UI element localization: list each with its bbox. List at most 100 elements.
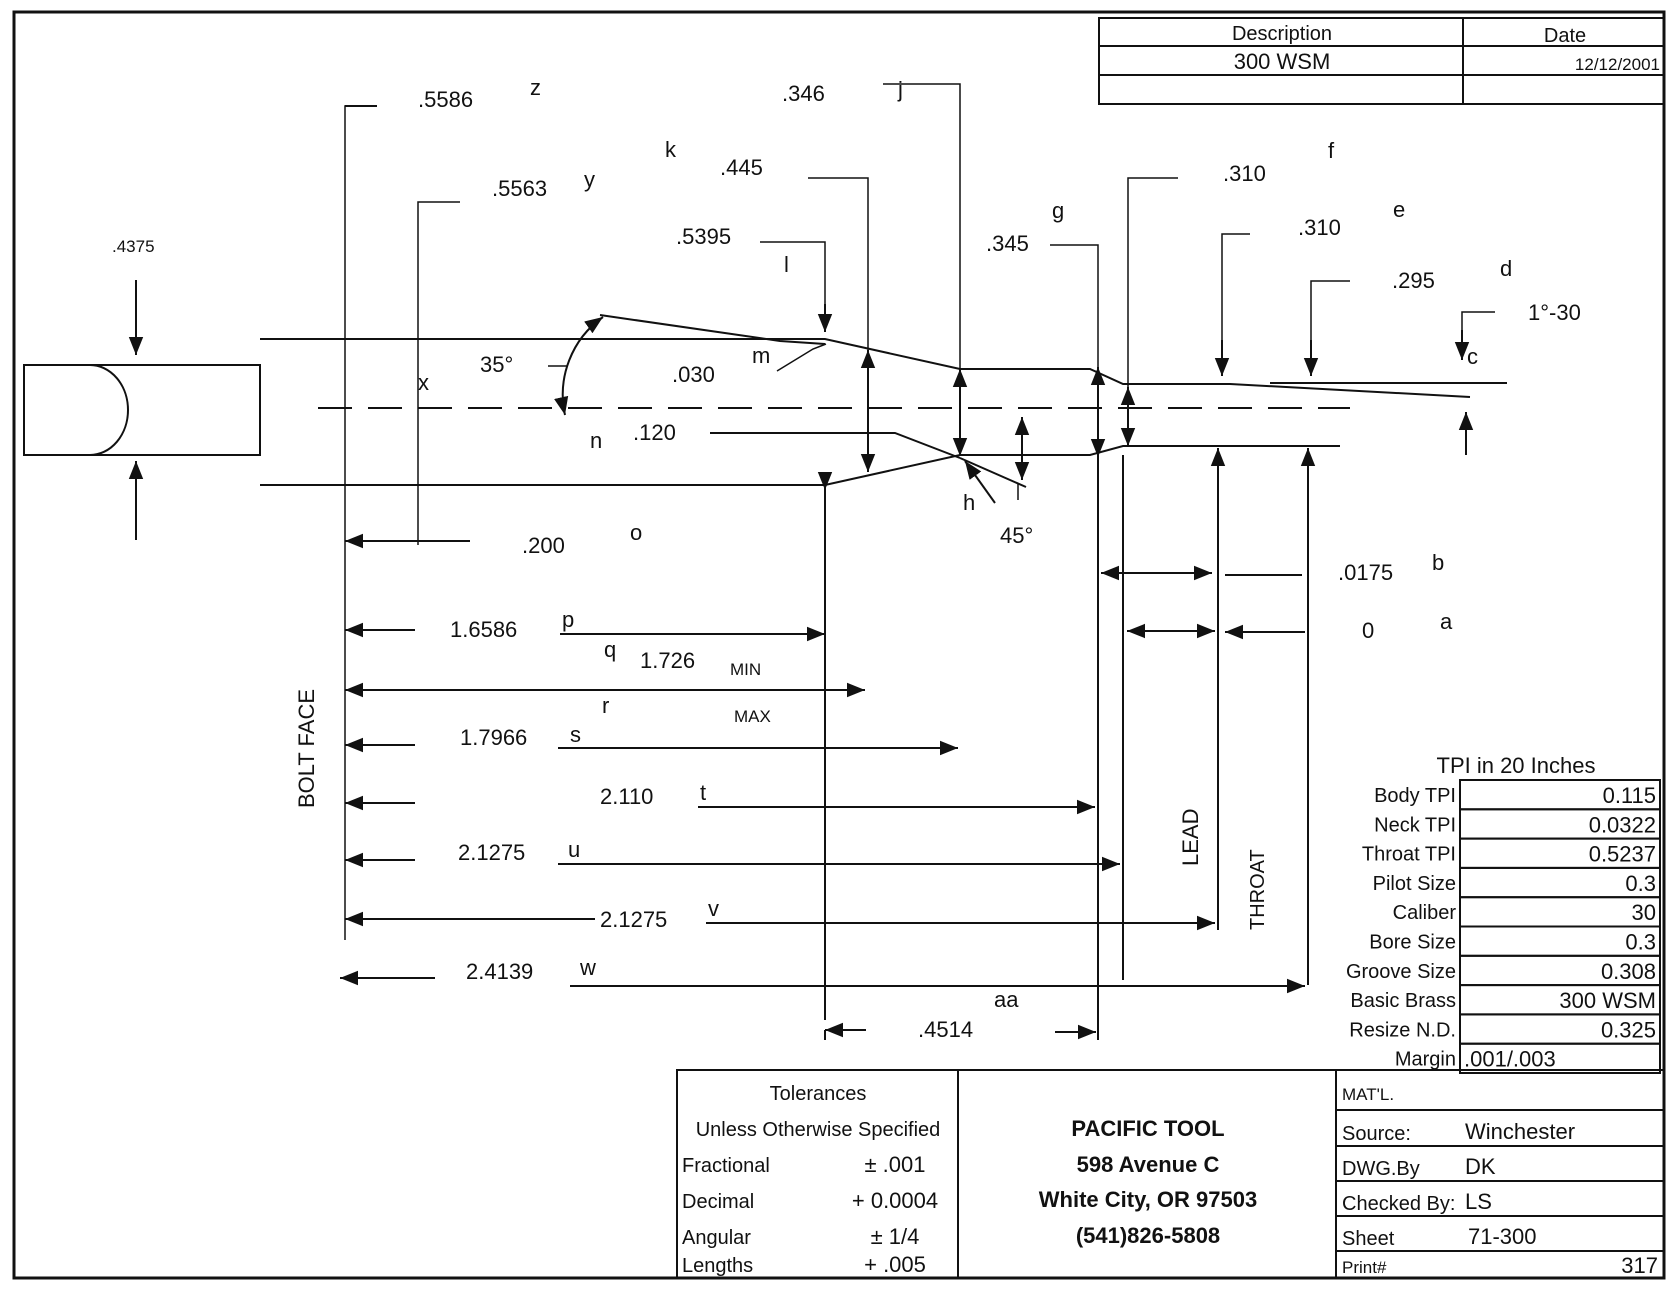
dim-b-value: .0175 — [1338, 560, 1393, 585]
leaders — [128, 83, 1495, 1040]
company-phone: (541)826-5808 — [1076, 1223, 1220, 1248]
dim-z-letter: z — [530, 75, 541, 100]
material-label: MAT'L. — [1342, 1085, 1394, 1104]
tolerance-label: Lengths — [682, 1255, 753, 1277]
description-label: Description — [1232, 23, 1332, 45]
dim-k-letter: k — [665, 137, 677, 162]
dim-s-letter: s — [570, 722, 581, 747]
checked-by-value: LS — [1465, 1189, 1492, 1214]
tpi-row-value: 0.3 — [1625, 930, 1656, 955]
dim-g-value: .345 — [986, 231, 1029, 256]
source-value: Winchester — [1465, 1119, 1575, 1144]
horizontal-dimensions — [340, 533, 1305, 1040]
dim-f-letter: f — [1328, 138, 1335, 163]
dim-v-letter: v — [708, 896, 719, 921]
tolerance-label: Decimal — [682, 1191, 754, 1213]
dim-d-letter: d — [1500, 256, 1512, 281]
tpi-row-label: Basic Brass — [1350, 990, 1456, 1012]
dim-aa-letter: aa — [994, 987, 1019, 1012]
drawn-by-label: DWG.By — [1342, 1158, 1420, 1180]
tpi-row-label: Bore Size — [1369, 932, 1456, 954]
dim-p-letter: p — [562, 607, 574, 632]
sheet-label: Sheet — [1342, 1228, 1395, 1250]
tpi-row-label: Resize N.D. — [1349, 1019, 1456, 1041]
dim-n-letter: n — [590, 428, 602, 453]
tpi-row-value: .001/.003 — [1464, 1047, 1556, 1072]
dim-l-letter: l — [784, 252, 789, 277]
tpi-row-value: 0.325 — [1601, 1017, 1656, 1042]
print-label: Print# — [1342, 1258, 1387, 1277]
tpi-cell — [1459, 1042, 1661, 1074]
throat-label: THROAT — [1247, 849, 1269, 930]
date-value: 12/12/2001 — [1575, 55, 1660, 74]
dim-q-value: 1.726 — [640, 648, 695, 673]
tpi-row-value: 0.308 — [1601, 959, 1656, 984]
date-label: Date — [1544, 25, 1586, 47]
tolerances-subtitle: Unless Otherwise Specified — [696, 1119, 941, 1141]
dim-max-label: MAX — [734, 707, 771, 726]
tpi-row-value: 0.5237 — [1589, 842, 1656, 867]
tolerance-value: + .005 — [864, 1252, 926, 1277]
dim-shank-value: .4375 — [112, 237, 155, 256]
tolerances-title: Tolerances — [770, 1083, 867, 1105]
dim-f-value: .310 — [1223, 161, 1266, 186]
dim-t-letter: t — [700, 780, 706, 805]
tpi-row-value: 0.115 — [1603, 783, 1656, 808]
tpi-row-label: Body TPI — [1374, 785, 1456, 807]
dim-g-letter: g — [1052, 198, 1064, 223]
tpi-cell — [1459, 896, 1661, 928]
dim-aa-value: .4514 — [918, 1017, 973, 1042]
dim-p-value: 1.6586 — [450, 617, 517, 642]
dim-o-letter: o — [630, 520, 642, 545]
dim-w-letter: w — [579, 955, 596, 980]
dim-y-letter: y — [584, 167, 595, 192]
dim-z-value: .5586 — [418, 87, 473, 112]
dim-min-label: MIN — [730, 660, 761, 679]
description-value: 300 WSM — [1234, 49, 1331, 74]
header-block: Description Date 300 WSM 12/12/2001 — [1098, 17, 1665, 105]
dim-s-value: 1.7966 — [460, 725, 527, 750]
dim-o-value: .200 — [522, 533, 565, 558]
dim-c-letter: c — [1467, 344, 1478, 369]
dim-r-letter: r — [602, 693, 609, 718]
dim-b-letter: b — [1432, 550, 1444, 575]
lead-label: LEAD — [1178, 809, 1203, 866]
tpi-row-value: 0.3 — [1625, 871, 1656, 896]
dim-j-letter: j — [897, 77, 903, 102]
dim-y-value: .5563 — [492, 176, 547, 201]
print-value: 317 — [1621, 1253, 1658, 1278]
drawn-by-value: DK — [1465, 1154, 1496, 1179]
tolerance-value: + 0.0004 — [852, 1188, 938, 1213]
dim-45-angle: 45° — [1000, 523, 1033, 548]
tpi-row-label: Caliber — [1393, 902, 1457, 924]
dim-l-value: .5395 — [676, 224, 731, 249]
tolerance-label: Angular — [682, 1227, 751, 1249]
sheet-value: 71-300 — [1468, 1224, 1537, 1249]
tolerance-value: ± 1/4 — [871, 1224, 920, 1249]
dim-u-value: 2.1275 — [458, 840, 525, 865]
tpi-row-label: Margin — [1395, 1049, 1456, 1071]
dim-d-value: .295 — [1392, 268, 1435, 293]
dim-m-value: .030 — [672, 362, 715, 387]
source-label: Source: — [1342, 1123, 1411, 1145]
tpi-row-label: Groove Size — [1346, 961, 1456, 983]
tpi-row-value: 30 — [1632, 900, 1656, 925]
tpi-row-label: Neck TPI — [1374, 814, 1456, 836]
dim-k-value: .445 — [720, 155, 763, 180]
dim-v-value: 2.1275 — [600, 907, 667, 932]
dim-u-letter: u — [568, 837, 580, 862]
dim-t-value: 2.110 — [600, 784, 653, 809]
company-city: White City, OR 97503 — [1039, 1187, 1257, 1212]
bolt-face-label: BOLT FACE — [294, 689, 319, 808]
tpi-row-value: 0.0322 — [1589, 812, 1656, 837]
tpi-row-label: Throat TPI — [1362, 844, 1456, 866]
dim-n-value: .120 — [633, 420, 676, 445]
checked-by-label: Checked By: — [1342, 1193, 1455, 1215]
dim-h-letter: h — [963, 490, 975, 515]
dim-m-letter: m — [752, 343, 770, 368]
dim-w-value: 2.4139 — [466, 959, 533, 984]
dim-a-letter: a — [1440, 609, 1453, 634]
tpi-row-value: 300 WSM — [1559, 988, 1656, 1013]
